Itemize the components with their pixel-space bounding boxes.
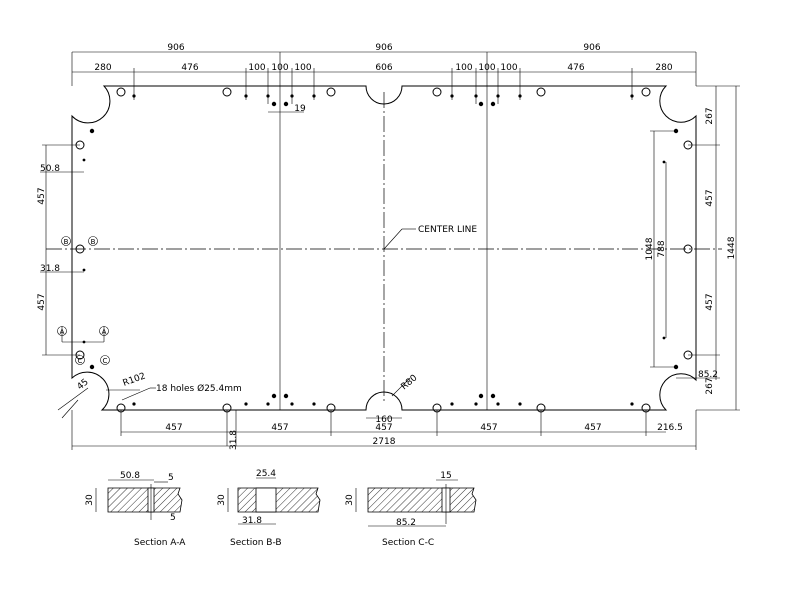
section-a-a: 50.8 5 5 30 Section A-A (85, 471, 186, 548)
dim-457-left-lower: 457 (37, 293, 47, 310)
dim-906-right: 906 (583, 43, 600, 53)
dim-788: 788 (657, 240, 667, 257)
dim-906-middle: 906 (375, 43, 392, 53)
center-line-label: CENTER LINE (418, 225, 477, 235)
dim-100-c: 100 (294, 63, 311, 73)
table-outline (71, 85, 697, 411)
sec-aa-slot: 5 (168, 473, 174, 483)
marker-c-left: C (78, 357, 83, 365)
dim-457-b1: 457 (165, 423, 182, 433)
dim-457-right-lower: 457 (705, 293, 715, 310)
dim-50-8: 50.8 (40, 164, 60, 174)
dim-457-left-upper: 457 (37, 187, 47, 204)
dim-267-top: 267 (705, 107, 715, 124)
sec-aa-width: 50.8 (120, 471, 140, 481)
section-cc-title: Section C-C (382, 538, 434, 548)
dim-457-b4: 457 (480, 423, 497, 433)
hole (75, 244, 85, 254)
dim-1448: 1448 (727, 236, 737, 259)
center-lines (46, 92, 722, 404)
dim-45: 45 (76, 377, 91, 392)
marker-b-left: B (64, 238, 69, 246)
dim-906-left: 906 (167, 43, 184, 53)
dim-100-b: 100 (271, 63, 288, 73)
dim-606: 606 (375, 63, 392, 73)
dim-85-2-right: 85.2 (698, 370, 718, 380)
section-dividers (71, 52, 697, 410)
marker-a-right: A (102, 328, 107, 336)
marker-c-right: C (103, 357, 108, 365)
bottom-dimensions: 457 457 457 457 457 216.5 31.8 2718 (71, 410, 697, 450)
sec-aa-height: 30 (85, 494, 95, 506)
holes (75, 87, 693, 413)
dim-100-d: 100 (455, 63, 472, 73)
sec-aa-slot-bottom: 5 (170, 513, 176, 523)
sec-bb-bottom: 31.8 (242, 516, 262, 526)
sec-cc-top: 15 (440, 471, 451, 481)
hole (536, 87, 546, 97)
holes-note: 18 holes Ø25.4mm (156, 383, 242, 394)
dim-267-bottom: 267 (705, 377, 715, 394)
dim-19: 19 (294, 104, 306, 114)
section-c-c: 15 85.2 30 Section C-C (345, 471, 477, 548)
hole (641, 87, 651, 97)
left-dimensions: 50.8 457 31.8 457 (37, 144, 84, 356)
section-markers: B B A A C C (57, 236, 110, 365)
dim-476-right: 476 (567, 63, 584, 73)
section-bb-title: Section B-B (230, 538, 282, 548)
annotations: CENTER LINE R102 18 holes Ø25.4mm 45 R80… (57, 225, 477, 425)
r80-label: R80 (400, 373, 420, 392)
dim-100-f: 100 (500, 63, 517, 73)
right-dimensions: 267 457 457 1448 1048 788 85.2 267 (645, 85, 740, 411)
sec-cc-height: 30 (345, 494, 355, 506)
sec-bb-width: 25.4 (256, 469, 276, 479)
hole (432, 87, 442, 97)
section-aa-title: Section A-A (134, 538, 186, 548)
r102-label: R102 (122, 371, 147, 388)
dim-280-right: 280 (655, 63, 672, 73)
dim-457-b2: 457 (271, 423, 288, 433)
hole (116, 87, 126, 97)
dim-160: 160 (375, 415, 392, 425)
section-b-b: 25.4 31.8 30 Section B-B (217, 469, 321, 548)
dim-457-right-upper: 457 (705, 189, 715, 206)
hole (326, 87, 336, 97)
dim-31-8-left: 31.8 (40, 264, 60, 274)
bolt-dots (82, 94, 679, 406)
top-dimensions: 906 906 906 280 476 100 100 100 606 100 … (72, 43, 696, 114)
hole (222, 87, 232, 97)
dim-2718: 2718 (373, 437, 396, 447)
marker-b-right: B (91, 238, 96, 246)
dim-31-8-bottom: 31.8 (229, 430, 239, 450)
dim-280-left: 280 (94, 63, 111, 73)
dim-476-left: 476 (181, 63, 198, 73)
dim-216-5: 216.5 (657, 423, 683, 433)
sec-cc-bottom: 85.2 (396, 518, 416, 528)
marker-a-left: A (60, 328, 65, 336)
dim-457-b5: 457 (584, 423, 601, 433)
dim-100-a: 100 (248, 63, 265, 73)
sec-bb-height: 30 (217, 494, 227, 506)
hole (683, 244, 693, 254)
dim-457-b3: 457 (375, 423, 392, 433)
dim-1048: 1048 (645, 237, 655, 260)
dim-100-e: 100 (478, 63, 495, 73)
